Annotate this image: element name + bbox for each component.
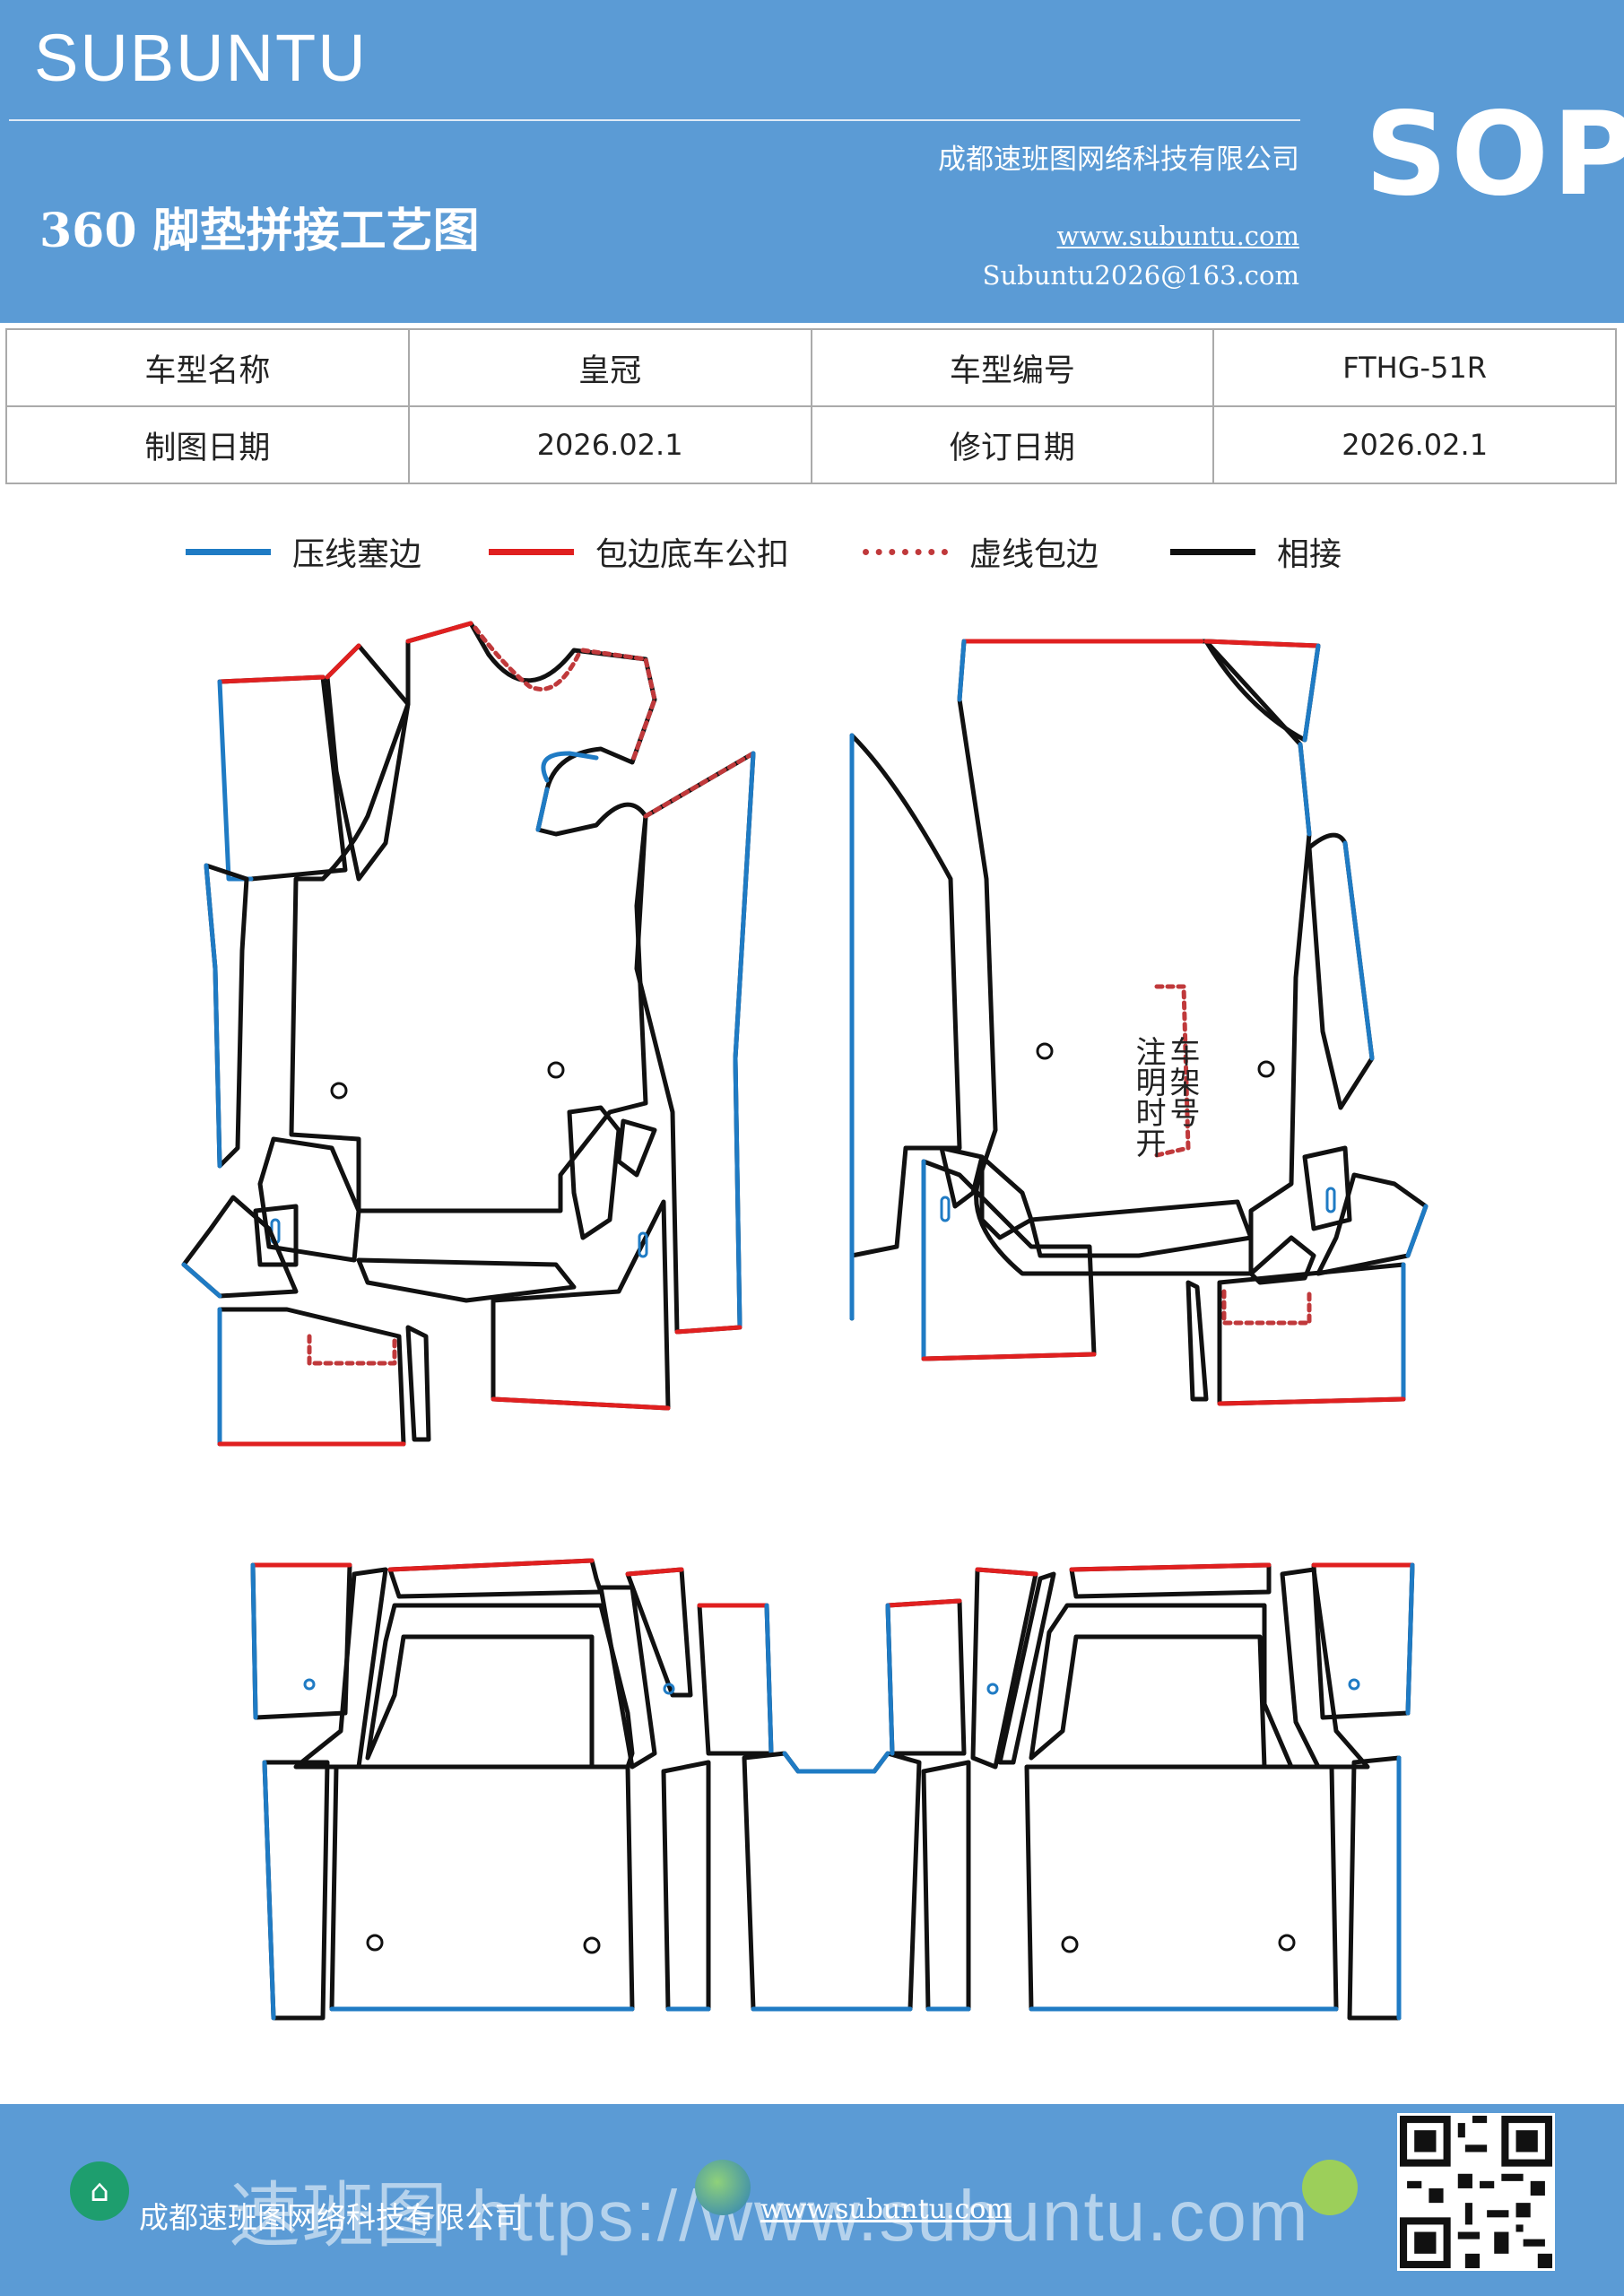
table-cell: 制图日期 [5,405,410,484]
legend-label: 虚线包边 [969,536,1099,573]
website-link[interactable]: www.subuntu.com [1056,221,1299,251]
company-building-icon: ⌂ [70,2161,129,2221]
legend-swatch-dotted [863,548,948,555]
rear-center-mat [742,1751,922,2012]
front-right-mat [849,639,1429,1406]
legend-swatch-red [489,548,574,555]
table-row: 车型名称 皇冠 车型编号 FTHG-51R [5,328,1617,407]
table-cell: 车型编号 [810,328,1215,407]
header-divider [9,119,1300,121]
table-cell: 修订日期 [810,405,1215,484]
table-cell: FTHG-51R [1212,328,1617,407]
legend-label: 相接 [1277,536,1342,573]
globe-icon [695,2160,751,2215]
legend-swatch-blue [186,548,271,555]
vin-note-line-2: 注明时开 [1130,1036,1166,1158]
rear-right-mat [885,1562,1415,2021]
qr-code-icon [1397,2113,1555,2271]
footer-banner: ⌂ 速班图 https://www.subuntu.com 成都速班图网络科技有… [0,2104,1624,2296]
legend-item-press-line: 压线塞边 [186,529,421,574]
legend: 压线塞边 包边底车公扣 虚线包边 相接 [0,520,1624,583]
floor-mat-pattern-drawing: 车架号 注明时开 [181,621,1429,2021]
legend-swatch-black [1170,548,1255,555]
wechat-icon [1302,2160,1358,2215]
header-banner: SUBUNTU SOP 成都速班图网络科技有限公司 360 脚垫拼接工艺图 ww… [0,0,1624,323]
document-title: 360 脚垫拼接工艺图 [39,204,480,258]
legend-label: 压线塞边 [292,536,422,573]
legend-label: 包边底车公扣 [595,536,790,573]
table-row: 制图日期 2026.02.1 修订日期 2026.02.1 [5,405,1617,484]
legend-item-joint: 相接 [1170,529,1342,574]
vin-note-line-1: 车架号 [1164,1036,1200,1127]
table-cell: 皇冠 [407,328,812,407]
table-cell: 2026.02.1 [407,405,812,484]
brand-logo-text: SUBUNTU [34,21,368,95]
sop-label: SOP [1365,88,1624,222]
company-name: 成都速班图网络科技有限公司 [938,144,1299,176]
footer-website-link[interactable]: www.subuntu.com [760,2194,1012,2225]
legend-item-edge-wrap: 包边底车公扣 [489,529,789,574]
footer-watermark: 速班图 https://www.subuntu.com [229,2176,1310,2256]
rear-left-mat [250,1558,774,2021]
table-cell: 车型名称 [5,328,410,407]
footer-company-name: 成都速班图网络科技有限公司 [139,2200,524,2235]
table-cell: 2026.02.1 [1212,405,1617,484]
email-address: Subuntu2026@163.com [982,260,1299,291]
vehicle-info-table: 车型名称 皇冠 车型编号 FTHG-51R 制图日期 2026.02.1 修订日… [5,328,1617,484]
legend-item-dotted-wrap: 虚线包边 [863,529,1099,574]
front-left-mat [181,621,756,1447]
